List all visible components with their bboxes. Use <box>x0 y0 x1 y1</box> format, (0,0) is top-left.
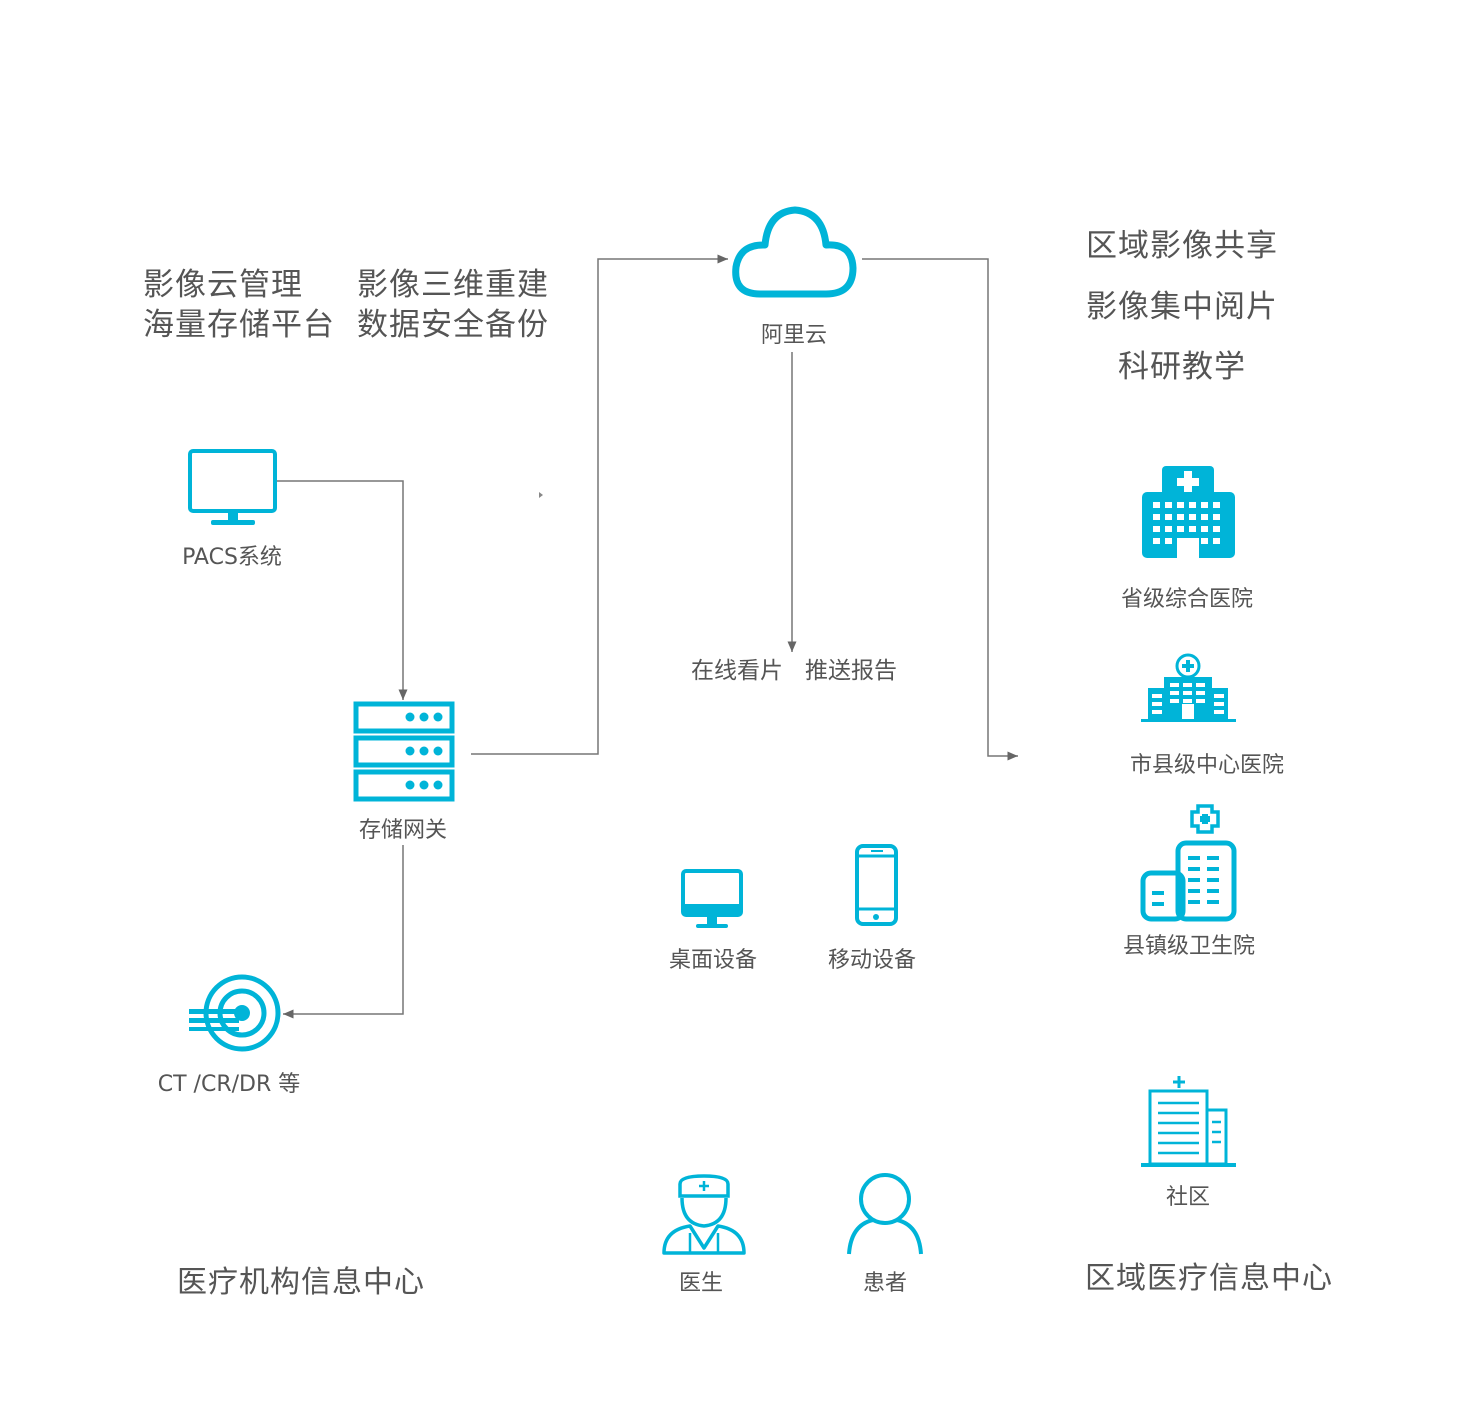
cloud-label: 阿里云 <box>760 323 828 348</box>
left-footer-title: 医疗机构信息中心 <box>177 1265 425 1300</box>
patient-label: 患者 <box>862 1271 908 1296</box>
ct-label: CT /CR/DR 等 <box>157 1072 301 1097</box>
stray-arrow-mark <box>539 492 543 498</box>
feature-mass-storage: 海量存储平台 <box>143 307 335 343</box>
provincial-hospital-label: 省级综合医院 <box>1120 587 1254 612</box>
regional-feature-reading: 影像集中阅片 <box>1086 289 1278 325</box>
right-footer-title: 区域医疗信息中心 <box>1085 1261 1333 1296</box>
mobile-label: 移动设备 <box>827 948 917 973</box>
community-label: 社区 <box>1165 1185 1211 1210</box>
feature-3d-reconstruction: 影像三维重建 <box>357 267 549 303</box>
gateway-to-ct-line <box>283 845 404 1019</box>
regional-feature-research: 科研教学 <box>1118 349 1246 385</box>
township-clinic-label: 县镇级卫生院 <box>1122 934 1256 959</box>
regional-feature-sharing: 区域影像共享 <box>1086 228 1278 264</box>
cloud-services-label: 在线看片 推送报告 <box>691 658 897 684</box>
gateway-label: 存储网关 <box>358 818 448 843</box>
desktop-label: 桌面设备 <box>668 948 758 973</box>
city-hospital-label: 市县级中心医院 <box>1129 753 1285 778</box>
pacs-label: PACS系统 <box>182 545 282 570</box>
gateway-to-cloud-line <box>471 254 728 755</box>
feature-cloud-management: 影像云管理 <box>143 267 303 303</box>
pacs-to-gateway-line <box>277 480 408 700</box>
cloud-to-regional-line <box>862 258 1018 761</box>
doctor-label: 医生 <box>678 1271 724 1296</box>
feature-data-backup: 数据安全备份 <box>357 307 549 343</box>
